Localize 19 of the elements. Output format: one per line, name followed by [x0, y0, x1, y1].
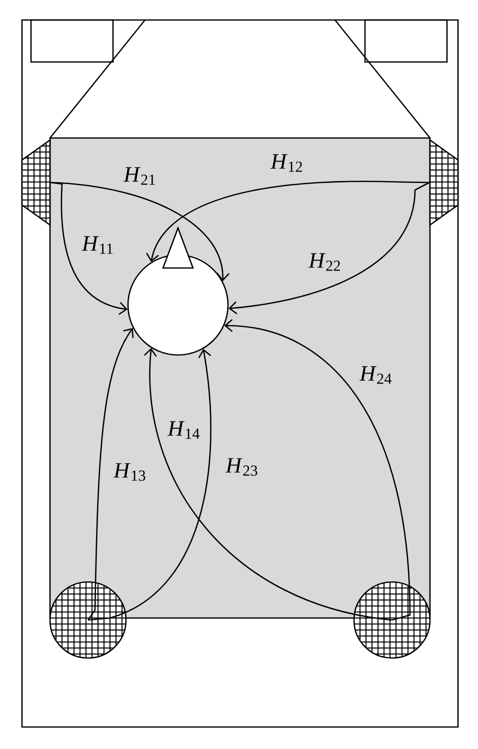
head-drawing	[127, 226, 229, 356]
edge-label: H$_{22}$	[308, 252, 342, 272]
arrow	[146, 180, 430, 262]
edge-label: H$_{11}$	[80, 235, 116, 255]
arrow	[224, 319, 411, 621]
speaker-drawing	[49, 581, 127, 659]
edge-label: H$_{24}$	[358, 365, 394, 385]
edge-label: H$_{14}$	[166, 420, 202, 440]
arrow	[50, 182, 230, 282]
arrow	[88, 348, 212, 621]
speaker-drawing	[353, 581, 431, 659]
edge-label: H$_{21}$	[122, 166, 158, 186]
edge-label: H$_{23}$	[224, 457, 260, 477]
arrow	[228, 182, 430, 314]
edge-label: H$_{13}$	[112, 462, 148, 482]
edge-label: H$_{12}$	[270, 153, 304, 173]
arrow	[50, 182, 128, 315]
arrow	[144, 348, 392, 621]
arrow	[87, 328, 134, 620]
